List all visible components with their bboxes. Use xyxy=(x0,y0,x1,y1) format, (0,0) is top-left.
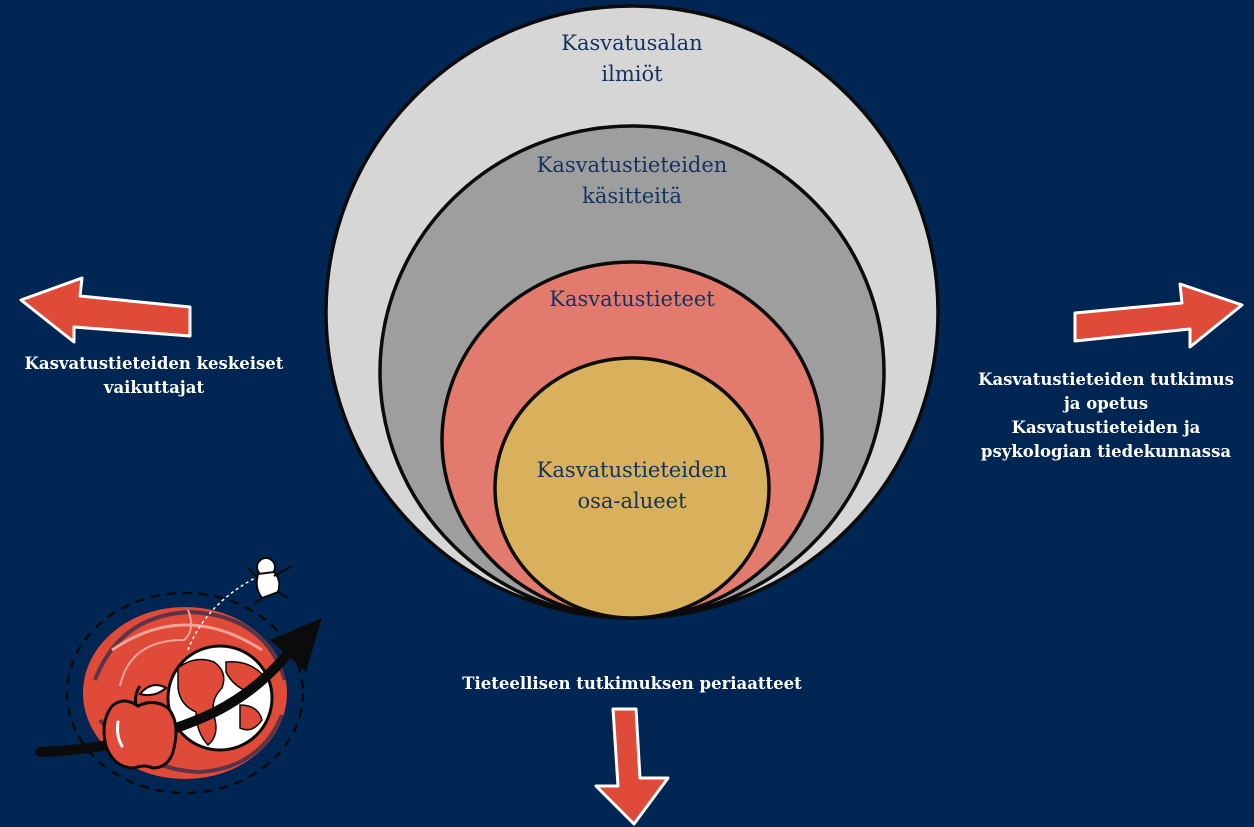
arrow-down-icon xyxy=(594,707,670,826)
inner-circle xyxy=(493,356,771,620)
bottom-label: Tieteellisen tutkimuksen periaatteet xyxy=(462,674,802,693)
right-label: Kasvatustieteiden tutkimus ja opetus Kas… xyxy=(978,370,1234,461)
second-circle-label: Kasvatustieteiden käsitteitä xyxy=(536,153,728,208)
arrow-right-icon xyxy=(1073,282,1244,349)
third-circle-label: Kasvatustieteet xyxy=(549,287,715,311)
arrow-left-icon xyxy=(19,276,192,344)
left-label: Kasvatustieteiden keskeiset vaikuttajat xyxy=(24,354,284,397)
inner-circle-label: Kasvatustieteiden osa-alueet xyxy=(536,458,728,513)
outer-circle-label: Kasvatusalan ilmiöt xyxy=(561,31,703,86)
globe-apple-illustration-icon xyxy=(35,557,322,795)
